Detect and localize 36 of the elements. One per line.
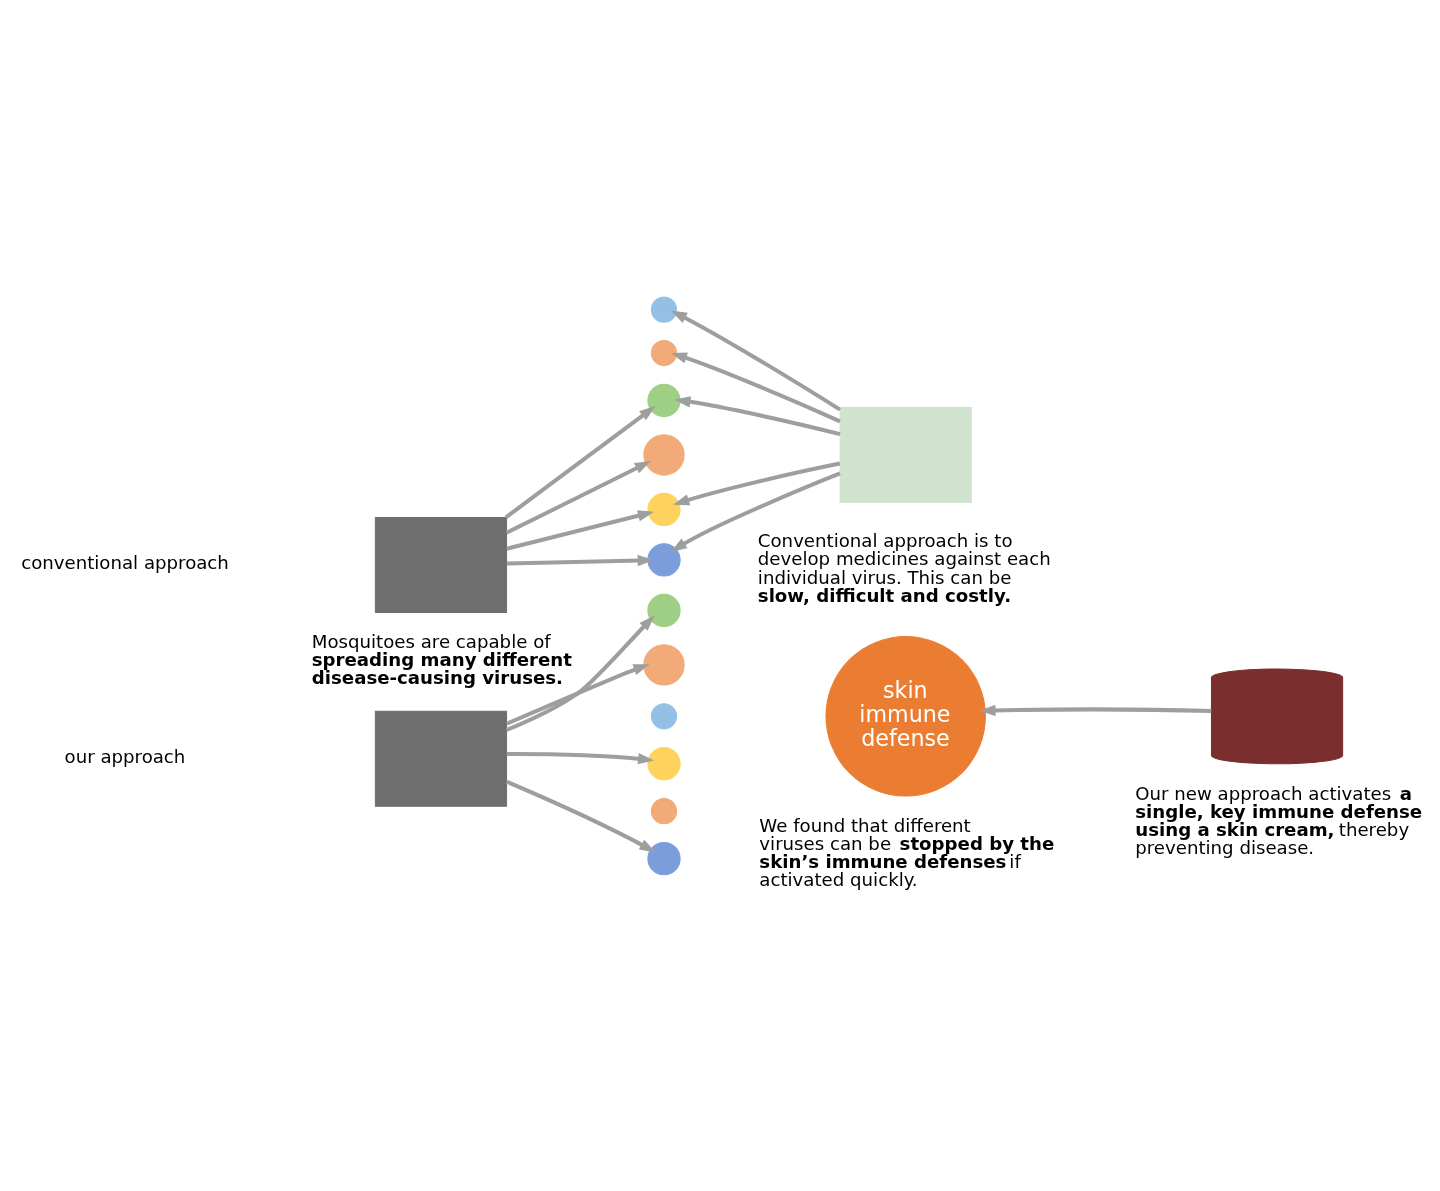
node-circle <box>650 339 678 366</box>
node-circle <box>647 593 681 627</box>
arrow <box>506 751 655 764</box>
node-circle <box>643 643 685 686</box>
label: Conventional approach is to develop medicines against each individual virus. This can be slow, difficult and costly. <box>757 529 1051 606</box>
node-circle <box>647 841 681 875</box>
label: conventional approach <box>21 551 229 573</box>
node-circle <box>643 433 685 476</box>
arrow <box>670 352 841 423</box>
arrow <box>670 471 841 552</box>
arrow <box>506 554 654 566</box>
node-box <box>374 710 508 807</box>
node-box <box>839 406 972 503</box>
node-circle <box>647 492 681 526</box>
arrow <box>674 395 841 436</box>
arrow <box>979 704 1212 716</box>
node-circle <box>650 702 678 729</box>
arrow <box>505 460 651 534</box>
arrow <box>505 614 655 732</box>
label: Mosquitoes are capable of spreading many different disease-causing viruses. <box>311 630 572 688</box>
label: We found that different viruses can be stopped by the skin’s immune defenses if activated quickly. <box>759 814 1055 890</box>
arrow <box>670 310 842 411</box>
node-circle <box>650 797 678 824</box>
node-box <box>374 516 508 613</box>
node-circle <box>647 383 681 417</box>
node-circle <box>650 296 678 323</box>
arrow <box>506 663 650 725</box>
label: Our new approach activates a single, key immune defense using a skin cream, thereby preventing disease. <box>1135 782 1423 858</box>
arrow <box>506 509 655 551</box>
arrow <box>504 405 656 519</box>
arrow <box>506 779 656 852</box>
arrow <box>673 461 841 505</box>
label: our approach <box>64 745 186 767</box>
node-circle <box>647 542 681 577</box>
node-circle: skin immune defense <box>825 635 986 797</box>
node-circle <box>647 746 681 780</box>
